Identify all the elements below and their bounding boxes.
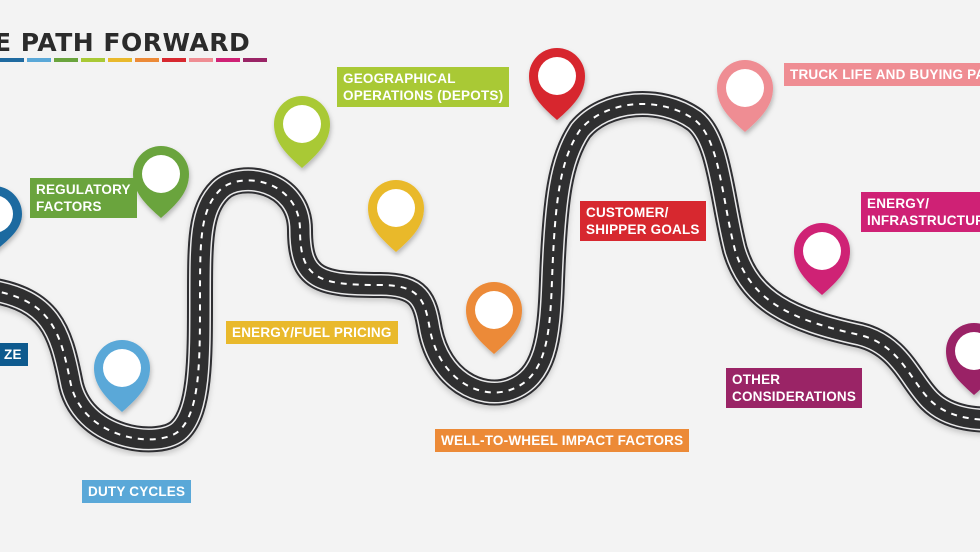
label-geographical-operations: GEOGRAPHICAL OPERATIONS (DEPOTS) — [337, 67, 510, 107]
pin-plum — [946, 323, 980, 395]
title-bar-segment — [108, 58, 132, 62]
pin-blue — [0, 186, 22, 247]
title-bar-segment — [243, 58, 267, 62]
page-title: E PATH FORWARD — [0, 28, 251, 57]
label-customer-goals: CUSTOMER/ SHIPPER GOALS — [580, 201, 706, 241]
title-bar-segment — [135, 58, 159, 62]
label-other-line1: OTHER — [732, 372, 781, 387]
label-energy-fuel-pricing: ENERGY/FUEL PRICING — [226, 321, 398, 344]
label-geographical-line2: OPERATIONS (DEPOTS) — [343, 88, 504, 103]
pin-lime — [274, 96, 330, 168]
title-bar-segment — [216, 58, 240, 62]
label-well-to-wheel: WELL-TO-WHEEL IMPACT FACTORS — [435, 429, 690, 452]
label-regulatory-line1: REGULATORY — [36, 182, 131, 197]
road-center-dashes — [0, 103, 980, 441]
pin-light-blue — [94, 340, 150, 412]
label-geographical-line1: GEOGRAPHICAL — [343, 71, 456, 86]
pin-red — [529, 48, 585, 120]
title-bar-segment — [81, 58, 105, 62]
label-duty-cycles: DUTY CYCLES — [82, 480, 192, 503]
label-other-line2: CONSIDERATIONS — [732, 389, 857, 404]
title-bar-segment — [162, 58, 186, 62]
pin-green — [133, 146, 189, 218]
pin-pink — [717, 60, 773, 132]
label-energy-infrastructure: ENERGY/ INFRASTRUCTURE — [861, 192, 980, 232]
title-bar-segment — [54, 58, 78, 62]
pin-yellow — [368, 180, 424, 252]
label-energy-infra-line2: INFRASTRUCTURE — [867, 213, 980, 228]
label-regulatory-line2: FACTORS — [36, 199, 102, 214]
title-bar-segment — [27, 58, 51, 62]
label-energy-infra-line1: ENERGY/ — [867, 196, 930, 211]
pin-magenta — [794, 223, 850, 295]
label-regulatory-factors: REGULATORY FACTORS — [30, 178, 137, 218]
label-size: ZE — [0, 343, 28, 366]
title-bar-segment — [0, 58, 24, 62]
label-other-considerations: OTHER CONSIDERATIONS — [726, 368, 863, 408]
label-customer-line2: SHIPPER GOALS — [586, 222, 700, 237]
title-bar-segment — [189, 58, 213, 62]
title-color-bar — [0, 58, 267, 62]
label-customer-line1: CUSTOMER/ — [586, 205, 669, 220]
pin-orange — [466, 282, 522, 354]
label-truck-life: TRUCK LIFE AND BUYING PATTER — [784, 63, 980, 86]
